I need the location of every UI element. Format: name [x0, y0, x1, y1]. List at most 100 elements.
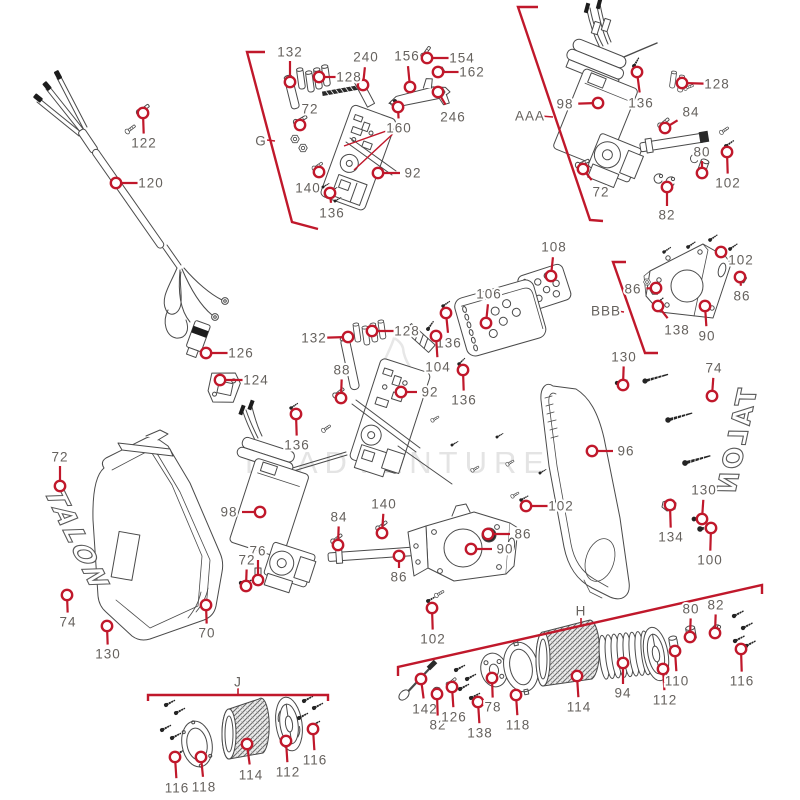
- part-number-112[interactable]: 112: [274, 763, 302, 782]
- hotspot-circle-128[interactable]: [675, 76, 689, 90]
- part-number-102[interactable]: 102: [713, 174, 742, 193]
- hotspot-circle-116[interactable]: [734, 642, 748, 656]
- part-number-134[interactable]: 134: [656, 528, 685, 547]
- hotspot-circle-74[interactable]: [705, 389, 719, 403]
- hotspot-circle-110[interactable]: [668, 644, 682, 658]
- hotspot-circle-140[interactable]: [312, 165, 326, 179]
- callout-110[interactable]: 110: [663, 644, 690, 691]
- part-number-138[interactable]: 138: [465, 724, 494, 743]
- part-number-138[interactable]: 138: [662, 321, 691, 340]
- part-number-128[interactable]: 128: [334, 68, 363, 87]
- callout-94[interactable]: 94: [612, 656, 633, 703]
- hotspot-circle-142[interactable]: [414, 672, 428, 686]
- part-number-112[interactable]: 112: [651, 691, 679, 710]
- callout-162[interactable]: 162: [431, 63, 486, 82]
- hotspot-circle-132[interactable]: [341, 330, 355, 344]
- hotspot-circle-90[interactable]: [698, 299, 712, 313]
- hotspot-circle-138[interactable]: [651, 299, 665, 313]
- hotspot-circle-134[interactable]: [663, 498, 677, 512]
- part-number-132[interactable]: 132: [275, 43, 304, 62]
- part-number-86[interactable]: 86: [388, 568, 408, 587]
- hotspot-circle-104[interactable]: [429, 329, 443, 343]
- callout-86[interactable]: 86: [731, 270, 752, 306]
- callout-130[interactable]: 130: [689, 481, 718, 526]
- part-number-160[interactable]: 160: [384, 119, 413, 138]
- callout-116[interactable]: 116: [163, 750, 191, 798]
- callout-134[interactable]: 134: [656, 498, 685, 547]
- hotspot-circle-98[interactable]: [591, 96, 605, 110]
- callout-98[interactable]: 98: [554, 95, 605, 114]
- part-number-72[interactable]: 72: [236, 551, 256, 570]
- callout-98[interactable]: 98: [218, 503, 267, 522]
- part-number-74[interactable]: 74: [703, 359, 723, 378]
- hotspot-circle-240[interactable]: [356, 78, 370, 92]
- callout-114[interactable]: 114: [565, 669, 592, 717]
- part-number-116[interactable]: 116: [301, 751, 329, 770]
- callout-132[interactable]: 132: [275, 43, 304, 89]
- part-number-92[interactable]: 92: [402, 164, 422, 183]
- callout-160[interactable]: 160: [384, 100, 413, 138]
- part-number-86[interactable]: 86: [512, 525, 532, 544]
- callout-86[interactable]: 86: [388, 549, 409, 587]
- hotspot-circle-108[interactable]: [544, 269, 558, 283]
- hotspot-circle-128[interactable]: [365, 324, 379, 338]
- hotspot-circle-86[interactable]: [481, 527, 495, 541]
- part-number-74[interactable]: 74: [57, 613, 77, 632]
- part-number-72[interactable]: 72: [49, 448, 69, 467]
- part-number-76[interactable]: 76: [247, 542, 267, 561]
- part-number-128[interactable]: 128: [702, 75, 731, 94]
- callout-118[interactable]: 118: [190, 750, 218, 797]
- hotspot-circle-72[interactable]: [576, 162, 590, 176]
- part-number-100[interactable]: 100: [695, 551, 724, 570]
- part-number-102[interactable]: 102: [546, 497, 575, 516]
- part-number-80[interactable]: 80: [680, 600, 700, 619]
- callout-124[interactable]: 124: [213, 371, 270, 390]
- part-number-120[interactable]: 120: [136, 174, 165, 193]
- hotspot-circle-126[interactable]: [445, 680, 459, 694]
- hotspot-circle-140[interactable]: [375, 526, 389, 540]
- callout-142[interactable]: 142: [410, 672, 439, 719]
- callout-112[interactable]: 112: [651, 662, 679, 710]
- hotspot-circle-154[interactable]: [420, 51, 434, 65]
- part-number-136[interactable]: 136: [626, 94, 655, 113]
- hotspot-circle-136[interactable]: [630, 65, 644, 79]
- part-number-118[interactable]: 118: [190, 778, 218, 797]
- hotspot-circle-78[interactable]: [485, 671, 499, 685]
- hotspot-circle-90[interactable]: [464, 542, 478, 556]
- hotspot-circle-74[interactable]: [60, 588, 74, 602]
- part-number-70[interactable]: 70: [196, 624, 216, 643]
- callout-88[interactable]: 88: [331, 361, 352, 405]
- callout-240[interactable]: 240: [351, 48, 380, 92]
- hotspot-circle-156[interactable]: [403, 80, 417, 94]
- part-number-156[interactable]: 156: [392, 47, 421, 66]
- part-number-130[interactable]: 130: [609, 348, 638, 367]
- part-number-162[interactable]: 162: [457, 63, 486, 82]
- hotspot-circle-86[interactable]: [392, 549, 406, 563]
- callout-102[interactable]: 102: [519, 497, 575, 516]
- part-number-116[interactable]: 116: [163, 779, 191, 798]
- callout-84[interactable]: 84: [658, 103, 701, 135]
- part-number-72[interactable]: 72: [590, 183, 610, 202]
- hotspot-circle-96[interactable]: [585, 444, 599, 458]
- hotspot-circle-102[interactable]: [720, 145, 734, 159]
- callout-118[interactable]: 118: [504, 688, 531, 735]
- hotspot-circle-124[interactable]: [213, 373, 227, 387]
- hotspot-circle-114[interactable]: [240, 737, 254, 751]
- hotspot-circle-72[interactable]: [239, 579, 253, 593]
- callout-90[interactable]: 90: [464, 540, 515, 559]
- part-number-86[interactable]: 86: [731, 287, 751, 306]
- part-number-246[interactable]: 246: [438, 108, 467, 127]
- part-number-140[interactable]: 140: [293, 179, 322, 198]
- hotspot-circle-118[interactable]: [509, 688, 523, 702]
- hotspot-circle-160[interactable]: [391, 100, 405, 114]
- part-number-142[interactable]: 142: [410, 700, 439, 719]
- part-number-82[interactable]: 82: [427, 716, 447, 735]
- hotspot-circle-82[interactable]: [430, 687, 444, 701]
- part-number-116[interactable]: 116: [728, 672, 756, 691]
- callout-106[interactable]: 106: [474, 285, 503, 330]
- hotspot-circle-112[interactable]: [656, 662, 670, 676]
- part-number-130[interactable]: 130: [689, 481, 718, 500]
- part-number-84[interactable]: 84: [328, 508, 348, 527]
- hotspot-circle-136[interactable]: [289, 407, 303, 421]
- callout-128[interactable]: 128: [675, 75, 731, 94]
